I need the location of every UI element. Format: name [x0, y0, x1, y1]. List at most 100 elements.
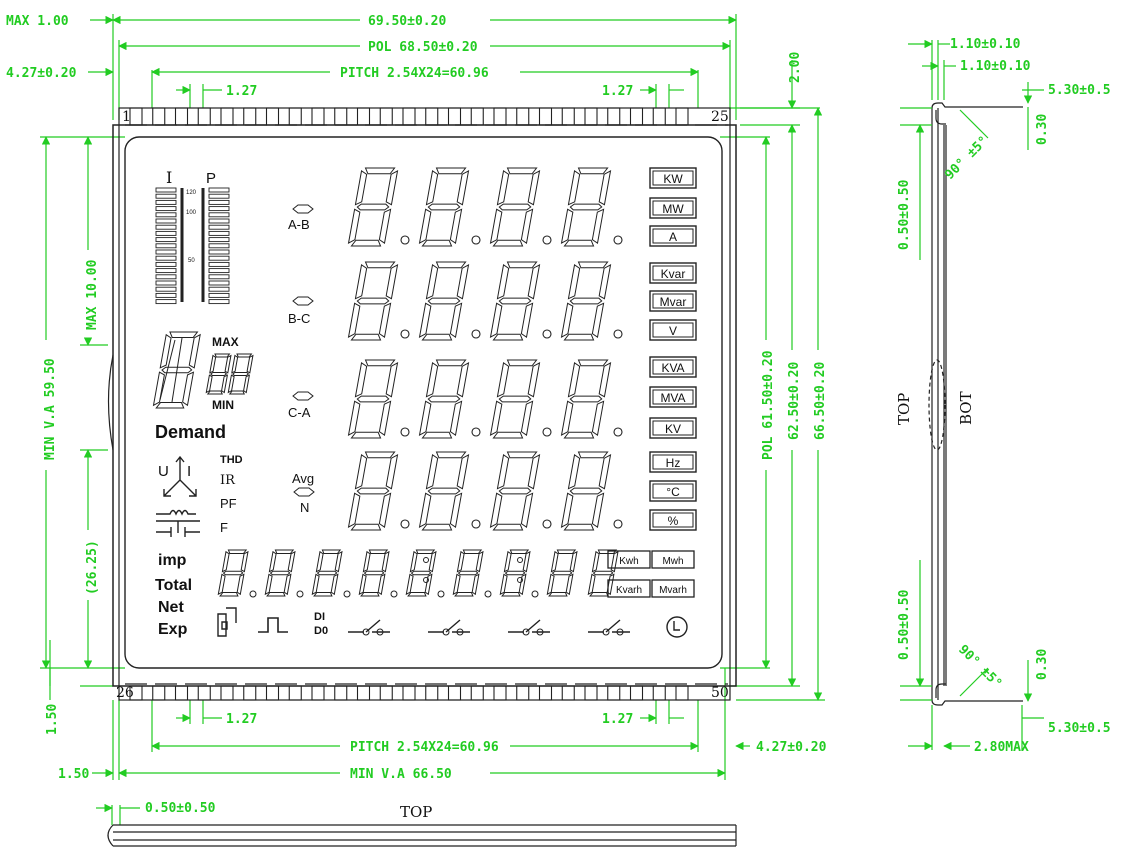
energy-unit-1: Mwh: [651, 550, 695, 569]
dim-pin-width-left-bot: 1.27: [226, 712, 257, 727]
bottom-view: [107, 824, 737, 847]
pin-bottom: [629, 685, 644, 701]
unit-box-frame: [649, 480, 697, 502]
segment: [424, 573, 433, 596]
decimal-point: [542, 519, 552, 529]
dim-h-62: 62.50±0.20: [787, 362, 802, 440]
exp-label: Exp: [158, 621, 188, 638]
segment: [456, 361, 470, 398]
bar-graph: I P 120 100 50: [155, 168, 230, 305]
pin-top: [470, 107, 484, 126]
pin-bottom: [425, 685, 439, 701]
segment: [498, 395, 532, 403]
do-label: D0: [314, 625, 328, 637]
energy-digit-0: [217, 549, 249, 597]
segment: [591, 302, 605, 338]
segment: [236, 573, 245, 596]
unit-box-inner: [652, 420, 694, 436]
decimal-point: [471, 235, 481, 245]
pins-bottom: [129, 685, 689, 701]
dimension-lines: [40, 14, 825, 825]
side-d2: 1.10±0.10: [960, 59, 1031, 74]
big-digit-r2-c1: [418, 359, 470, 439]
pin-bottom: [265, 685, 280, 701]
pin-bottom: [607, 685, 621, 701]
unit-box-7: MVA: [649, 386, 697, 408]
big-digit-r3-c0: [347, 451, 399, 531]
pin-1-label: 1: [122, 109, 131, 125]
segment: [577, 167, 609, 175]
segment: [274, 549, 295, 555]
segment: [567, 454, 581, 490]
di-label: DI: [314, 611, 325, 623]
pin-bottom: [447, 685, 462, 701]
bar-segment-p: [208, 261, 230, 267]
demand-label: Demand: [155, 422, 226, 442]
segment: [591, 400, 605, 436]
segment: [405, 573, 414, 596]
segment: [569, 395, 603, 403]
alpha-digit: [152, 331, 201, 409]
segment: [577, 359, 609, 367]
segment: [456, 263, 470, 300]
segment: [354, 454, 368, 490]
energy-dp: [296, 590, 304, 598]
segment: [269, 570, 291, 576]
big-digit-r2-c2: [489, 359, 541, 439]
energy-unit-frame: [651, 579, 695, 598]
pins-top: [129, 107, 689, 126]
unit-box-inner: [652, 389, 694, 405]
bar-segment-i: [155, 255, 177, 261]
energy-digit-4: [405, 549, 437, 597]
decimal-point: [613, 235, 623, 245]
energy-unit-3: Mvarh: [651, 579, 695, 598]
bar-segment-p: [208, 243, 230, 249]
energy-unit-label: Kwh: [619, 556, 638, 567]
dimension-texts: MAX 1.00 69.50±0.20 POL 68.50±0.20 4.27±…: [6, 14, 828, 821]
pin-top: [174, 107, 189, 126]
dim-overall-width: 69.50±0.20: [368, 14, 446, 29]
big-digit-r0-c2: [489, 167, 541, 247]
segment: [449, 492, 463, 528]
segment: [597, 549, 618, 555]
segment: [509, 549, 530, 555]
pin-26-label: 26: [116, 685, 134, 701]
switch-node: [536, 628, 544, 636]
bar-segment-p: [208, 206, 230, 212]
f-label: F: [220, 520, 228, 535]
segment: [161, 366, 193, 374]
pin-top: [447, 107, 462, 126]
segment: [556, 549, 577, 555]
segment: [407, 591, 427, 597]
dim-h-66: 66.50±0.20: [813, 362, 828, 440]
pin-25-label: 25: [711, 109, 729, 125]
segment: [427, 487, 461, 495]
big-digit-r1-c3: [560, 261, 612, 341]
segment: [560, 208, 574, 245]
segment: [378, 400, 392, 436]
segment: [152, 371, 165, 407]
segment: [489, 208, 503, 245]
unit-box-frame: [649, 197, 697, 219]
bottom-icons: DI D0: [217, 607, 688, 638]
unit-box-9: Hz: [649, 451, 697, 473]
unit-box-inner: [652, 293, 694, 309]
segment: [350, 523, 382, 531]
segment: [591, 492, 605, 528]
segment: [550, 550, 559, 573]
segment: [492, 431, 524, 439]
bar-label-i: I: [166, 168, 172, 187]
pin-top: [265, 107, 280, 126]
net-label: Net: [158, 599, 184, 616]
pin-top: [402, 107, 416, 126]
pin-top: [220, 107, 234, 126]
segment: [425, 454, 439, 490]
unit-box-inner: [652, 359, 694, 375]
unit-box-frame: [649, 451, 697, 473]
max-label: MAX: [212, 335, 239, 349]
dim-bottom-tol: 0.50±0.50: [145, 801, 216, 816]
segment: [560, 302, 574, 339]
segment: [567, 264, 581, 300]
unit-box-frame: [649, 417, 697, 439]
